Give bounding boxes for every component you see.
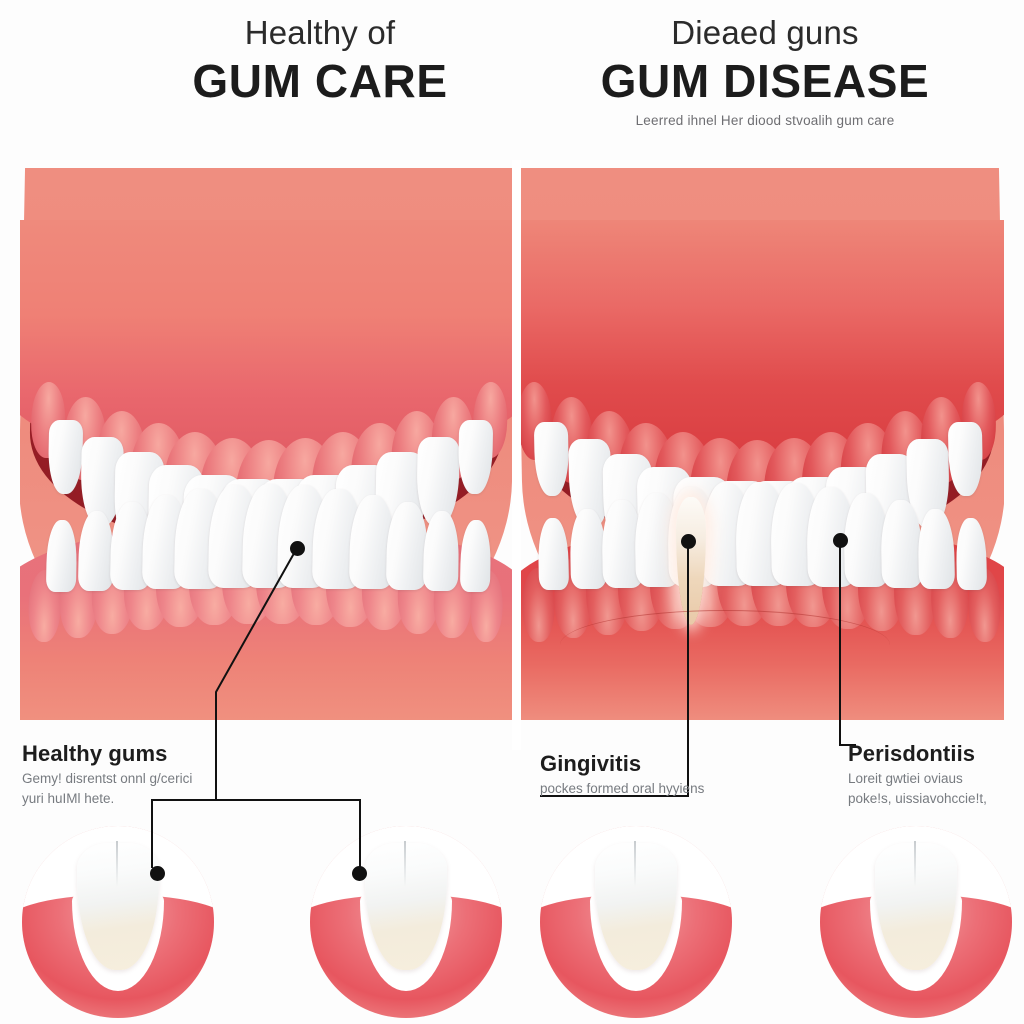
caption-gingivitis-heading: Gingivitis bbox=[540, 751, 642, 776]
right-subtitle: Leerred ihnel Her diood stvoalih gum car… bbox=[635, 112, 895, 128]
tooth-lower bbox=[45, 520, 78, 592]
inset-tooth-cusp-groove bbox=[634, 841, 637, 888]
caption-periodontitis: Perisdontiis Loreit gwtiei oviaus poke!s… bbox=[848, 741, 1024, 808]
caption-gingivitis: Gingivitis pockes formed oral hyyiens bbox=[540, 751, 800, 797]
diseased-mouth-panel bbox=[521, 160, 1004, 750]
tooth-upper bbox=[533, 422, 570, 496]
healthy-mouth-body bbox=[20, 168, 513, 720]
inset-gingivitis[interactable] bbox=[540, 826, 732, 1018]
inset-dot-healthy-2[interactable] bbox=[352, 866, 367, 881]
caption-periodontitis-heading: Perisdontiis bbox=[848, 741, 976, 766]
left-main-title: GUM CARE bbox=[192, 54, 448, 107]
panel-divider bbox=[512, 160, 521, 750]
callout-dot-gingivitis[interactable] bbox=[681, 534, 696, 549]
inset-tooth-cusp-groove bbox=[404, 841, 407, 888]
caption-healthy-gums: Healthy gums Gemy! disrentst onnl g/ceri… bbox=[22, 741, 272, 808]
callout-dot-periodontitis[interactable] bbox=[833, 533, 848, 548]
tooth-upper bbox=[457, 420, 494, 494]
tooth-lower bbox=[917, 508, 956, 589]
inset-healthy-1[interactable] bbox=[22, 826, 214, 1018]
tooth-upper bbox=[47, 420, 84, 494]
tooth-lower bbox=[422, 510, 460, 591]
gum-swelling-crease bbox=[560, 610, 890, 645]
callout-dot-healthy[interactable] bbox=[290, 541, 305, 556]
caption-healthy-line1: Gemy! disrentst onnl g/cerici bbox=[22, 770, 193, 786]
right-title-block: Dieaed guns GUM DISEASE Leerred ihnel He… bbox=[530, 0, 1000, 129]
inset-dot-healthy-1[interactable] bbox=[150, 866, 165, 881]
inset-periodontitis[interactable] bbox=[820, 826, 1012, 1018]
title-zone: Healthy of GUM CARE Dieaed guns GUM DISE… bbox=[0, 0, 1024, 160]
tooth-lower bbox=[880, 500, 923, 588]
caption-gingivitis-line1: pockes formed oral hyyiens bbox=[540, 780, 705, 796]
caption-healthy-line2: yuri huIMl hete. bbox=[22, 791, 115, 807]
caption-periodontitis-line1: Loreit gwtiei oviaus bbox=[848, 770, 963, 786]
left-title-block: Healthy of GUM CARE bbox=[120, 0, 520, 105]
right-eyebrow: Dieaed guns bbox=[671, 14, 859, 51]
inset-tooth-cusp-groove bbox=[914, 841, 917, 888]
healthy-mouth-panel bbox=[20, 160, 513, 750]
tooth-lower bbox=[537, 518, 570, 590]
tooth-lower bbox=[955, 518, 988, 590]
tooth-upper bbox=[947, 422, 984, 496]
caption-periodontitis-line2: poke!s, uissiavohccie!t, bbox=[848, 791, 987, 807]
inset-tooth-cusp-groove bbox=[116, 841, 119, 888]
detail-insets-row bbox=[0, 826, 1024, 1024]
inset-healthy-2[interactable] bbox=[310, 826, 502, 1018]
caption-healthy-heading: Healthy gums bbox=[22, 741, 168, 766]
right-main-title: GUM DISEASE bbox=[600, 54, 930, 107]
tooth-lower bbox=[459, 520, 492, 592]
left-eyebrow: Healthy of bbox=[244, 14, 396, 51]
tooth-lower bbox=[385, 502, 429, 590]
